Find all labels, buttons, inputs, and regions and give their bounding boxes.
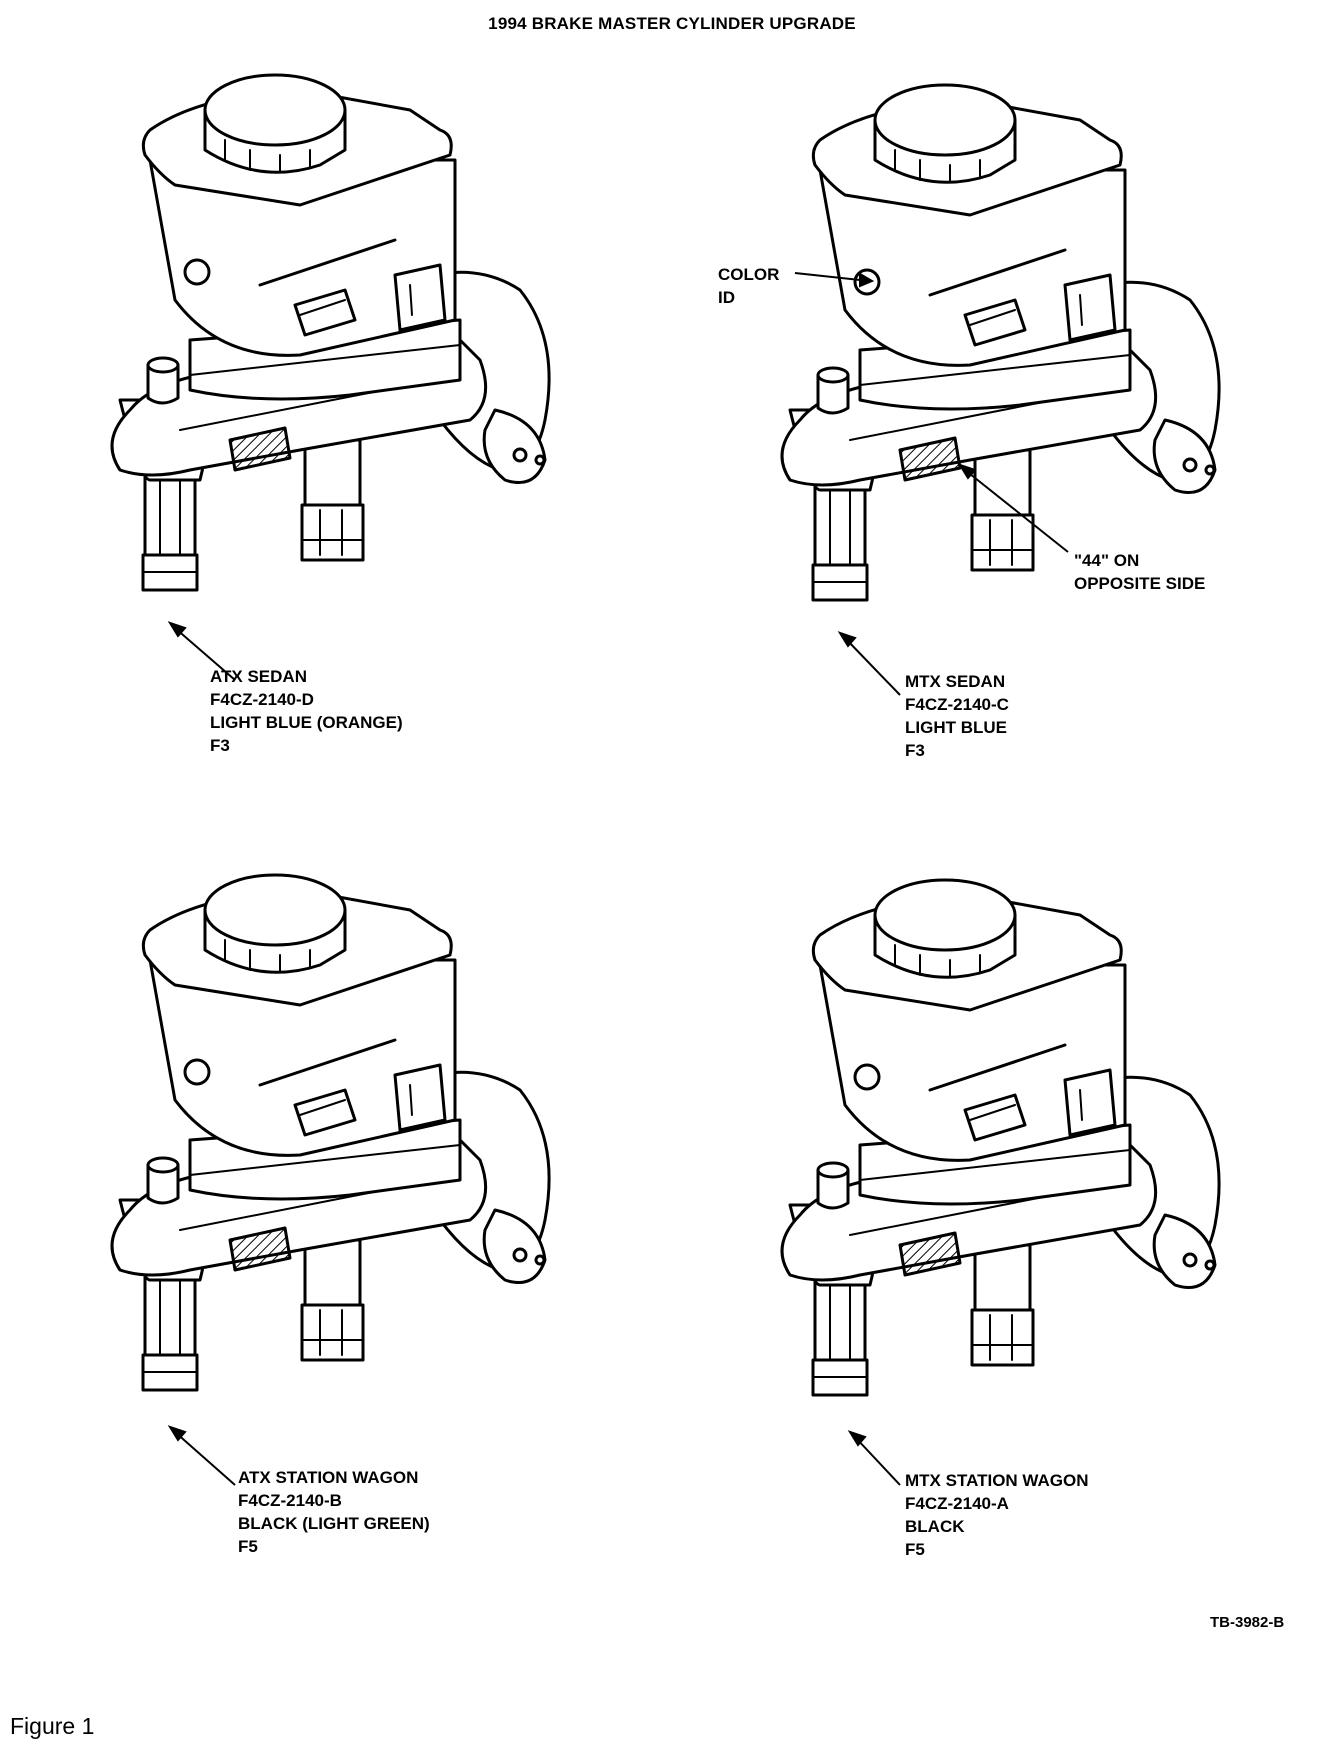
figure-caption: Figure 1 xyxy=(10,1713,95,1739)
variant-part: F4CZ-2140-B xyxy=(238,1491,342,1510)
reference-code: TB-3982-B xyxy=(1210,1614,1285,1631)
callout-44-stamp: "44" ON OPPOSITE SIDE xyxy=(1074,551,1206,593)
leader-mtx-sedan xyxy=(844,637,901,696)
variant-color: BLACK xyxy=(905,1517,965,1536)
leader-mtx-wagon xyxy=(854,1436,901,1486)
diagram-title: 1994 BRAKE MASTER CYLINDER UPGRADE xyxy=(488,14,856,33)
variant-code: F5 xyxy=(905,1540,925,1559)
variant-name: MTX STATION WAGON xyxy=(905,1471,1089,1490)
variant-color: LIGHT BLUE (ORANGE) xyxy=(210,713,403,732)
variant-code: F3 xyxy=(210,736,230,755)
variant-color: LIGHT BLUE xyxy=(905,718,1007,737)
cylinder-atx-station-wagon xyxy=(110,873,551,1392)
variant-part: F4CZ-2140-C xyxy=(905,695,1009,714)
label-mtx-sedan: MTX SEDAN F4CZ-2140-C LIGHT BLUE F3 xyxy=(905,670,1009,762)
variant-part: F4CZ-2140-D xyxy=(210,690,314,709)
variant-part: F4CZ-2140-A xyxy=(905,1494,1009,1513)
label-mtx-station-wagon: MTX STATION WAGON F4CZ-2140-A BLACK F5 xyxy=(905,1469,1089,1561)
leader-atx-sedan xyxy=(174,627,236,681)
label-atx-station-wagon: ATX STATION WAGON F4CZ-2140-B BLACK (LIG… xyxy=(238,1466,430,1558)
leader-color-id xyxy=(794,272,861,281)
leader-44-stamp xyxy=(964,469,1069,553)
variant-color: BLACK (LIGHT GREEN) xyxy=(238,1514,430,1533)
variant-name: ATX STATION WAGON xyxy=(238,1468,419,1487)
cylinder-atx-sedan xyxy=(110,73,551,592)
variant-code: F3 xyxy=(905,741,925,760)
variant-name: ATX SEDAN xyxy=(210,667,307,686)
variant-code: F5 xyxy=(238,1537,258,1556)
cylinder-mtx-sedan xyxy=(780,83,1221,602)
variant-name: MTX SEDAN xyxy=(905,672,1006,691)
leader-atx-wagon xyxy=(174,1431,236,1486)
callout-color-id: COLOR ID xyxy=(718,265,780,307)
label-atx-sedan: ATX SEDAN F4CZ-2140-D LIGHT BLUE (ORANGE… xyxy=(210,665,403,757)
cylinder-mtx-station-wagon xyxy=(780,878,1221,1397)
